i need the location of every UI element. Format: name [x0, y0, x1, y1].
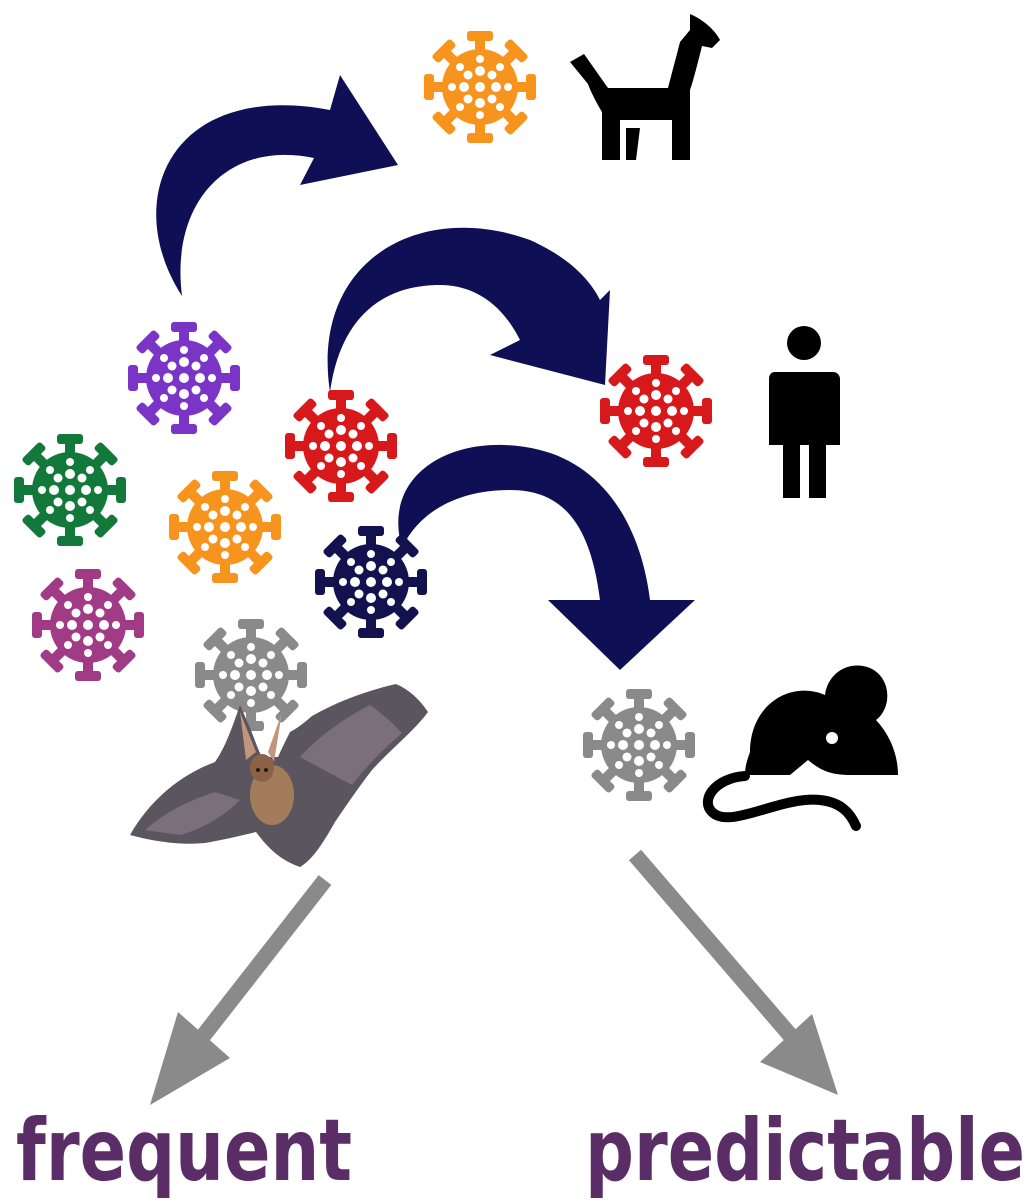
virus-red-human — [600, 355, 712, 467]
virus-orange — [169, 471, 281, 583]
person-icon — [769, 326, 840, 498]
virus-red-source — [285, 390, 397, 502]
virus-orange-dog — [424, 31, 536, 143]
curved-arrow-to-dog — [156, 75, 398, 296]
virus-purple — [128, 322, 240, 434]
curved-arrow-to-mouse — [398, 445, 695, 670]
bat-image — [130, 684, 428, 867]
dog-icon — [570, 14, 720, 160]
virus-navy — [315, 526, 427, 638]
arrow-mouse-to-predictable — [635, 855, 838, 1095]
virus-gray-mouse — [583, 689, 695, 801]
virus-gray-source — [195, 619, 307, 731]
arrow-bat-to-frequent — [150, 880, 325, 1105]
curved-arrow-to-human — [328, 228, 610, 392]
virus-magenta — [32, 569, 144, 681]
label-predictable: predictable — [585, 1101, 1025, 1200]
virus-green — [14, 434, 126, 546]
mouse-icon — [708, 666, 898, 826]
label-frequent: frequent — [16, 1101, 352, 1200]
